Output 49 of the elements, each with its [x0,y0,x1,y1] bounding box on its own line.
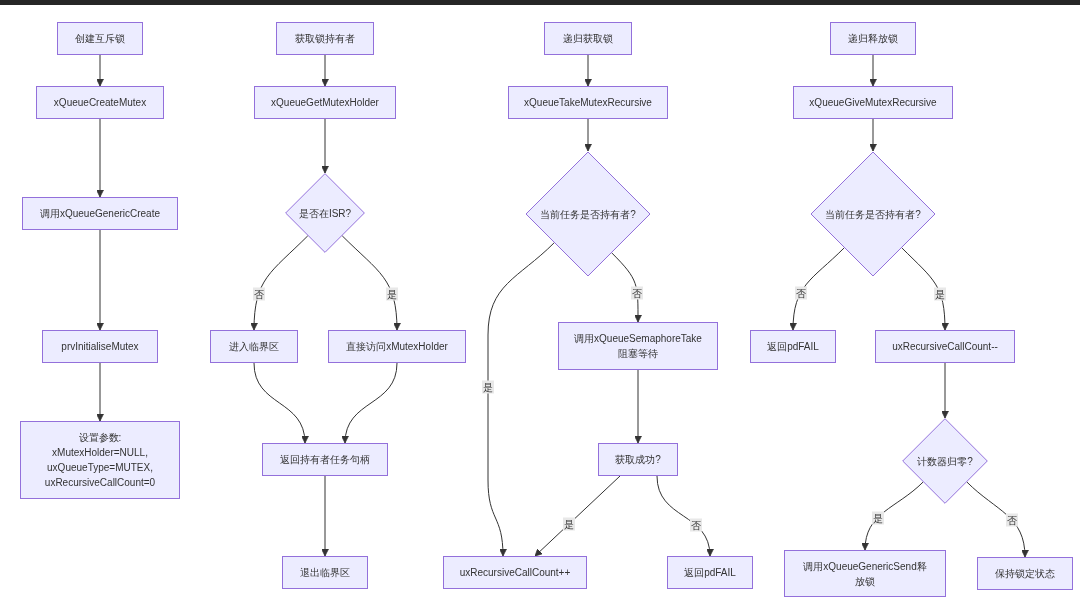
process-box: uxRecursiveCallCount-- [875,330,1015,363]
arrow [941,362,949,419]
process-box: 获取成功? [598,443,678,476]
process-box: 调用xQueueSemaphoreTake 阻塞等待 [558,322,718,370]
arrow [634,369,642,444]
process-box: 返回持有者任务句柄 [262,443,388,476]
process-box: xQueueTakeMutexRecursive [508,86,668,119]
arrow [253,362,309,444]
arrow [96,229,104,331]
process-box: 返回pdFAIL [750,330,836,363]
edge-label: 否 [252,287,265,301]
process-box: 调用xQueueGenericCreate [22,197,178,230]
arrow [321,475,329,557]
process-box: 调用xQueueGenericSend释放锁 [784,550,946,597]
edge-label: 否 [689,518,702,532]
edge-label: 是 [934,287,947,301]
edge-label: 否 [794,286,807,300]
process-box: prvInitialiseMutex [42,330,158,363]
edge-label: 否 [1006,513,1019,527]
arrow [584,118,592,152]
process-box: uxRecursiveCallCount++ [443,556,587,589]
process-box: 保持锁定状态 [977,557,1073,590]
process-box: 创建互斥锁 [57,22,143,55]
arrow [341,362,398,444]
arrow [321,54,329,87]
edge-label: 是 [563,517,575,531]
arrow [96,54,104,87]
process-box: 进入临界区 [210,330,298,363]
process-box: xQueueGiveMutexRecursive [793,86,953,119]
arrow [869,54,877,87]
edge-label: 否 [631,286,644,300]
process-box: 获取锁持有者 [276,22,374,55]
arrow [321,118,329,174]
process-box: 返回pdFAIL [667,556,753,589]
arrow [869,118,877,152]
arrow [584,54,592,87]
edge-label: 是 [871,511,884,525]
process-box: xQueueCreateMutex [36,86,164,119]
process-box: 直接访问xMutexHolder [328,330,466,363]
process-box: 递归获取锁 [544,22,632,55]
arrow [96,362,104,422]
edge-label: 是 [482,380,494,394]
arrow [534,475,621,557]
edge-label: 是 [386,287,399,301]
process-box: 设置参数: xMutexHolder=NULL, uxQueueType=MUTEX, uxRecursiveCallCount=0 [20,421,180,499]
process-box: xQueueGetMutexHolder [254,86,396,119]
arrow [96,118,104,198]
process-box: 退出临界区 [282,556,368,589]
process-box: 递归释放锁 [830,22,916,55]
